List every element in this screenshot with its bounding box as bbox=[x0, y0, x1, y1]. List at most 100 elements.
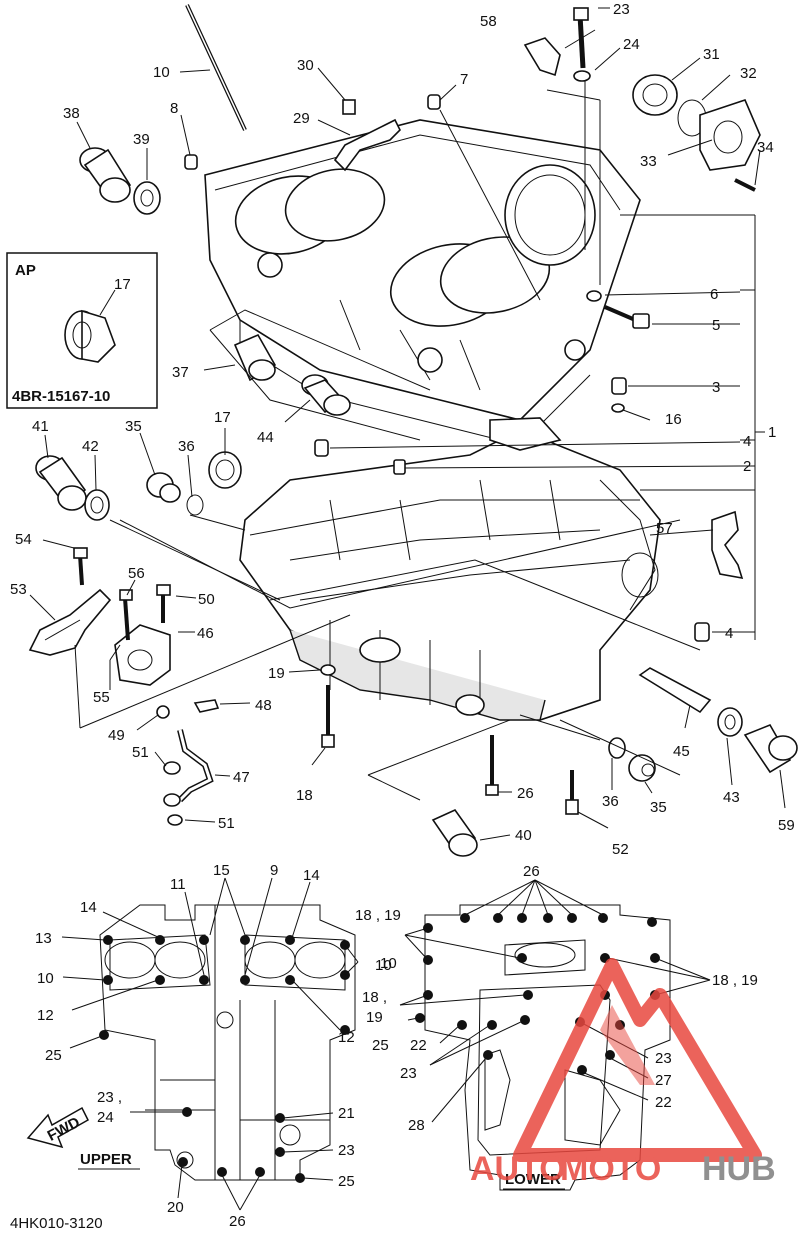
lower-label-18-19a: 18 , 19 bbox=[355, 907, 401, 924]
upper-label-26: 26 bbox=[229, 1213, 246, 1230]
watermark-auto: AUTO bbox=[470, 1150, 566, 1188]
part-57 bbox=[711, 510, 744, 580]
label-58: 58 bbox=[480, 13, 497, 30]
upper-label-11: 11 bbox=[170, 876, 186, 893]
label-33: 33 bbox=[640, 153, 657, 170]
upper-leaders bbox=[61, 877, 359, 1211]
label-39: 39 bbox=[133, 131, 150, 148]
lower-label-25: 25 bbox=[372, 1037, 389, 1054]
upper-label-10a: 10 bbox=[37, 970, 54, 987]
upper-label-24: 24 bbox=[97, 1109, 114, 1126]
label-4b: 4 bbox=[725, 625, 733, 642]
upper-label-25b: 25 bbox=[338, 1173, 355, 1190]
fwd-arrow: FWD bbox=[26, 1106, 89, 1149]
lower-misc-parts bbox=[431, 735, 656, 857]
lower-label-28: 28 bbox=[408, 1117, 425, 1134]
parts-41-42-35-36-17 bbox=[35, 451, 242, 521]
stud-bolt-10 bbox=[185, 4, 247, 131]
label-44: 44 bbox=[257, 429, 274, 446]
parts-38-39-8-7 bbox=[79, 94, 441, 215]
upper-label-12b: 12 bbox=[338, 1029, 355, 1046]
diagram-code: 4HK010-3120 bbox=[10, 1215, 103, 1232]
upper-label-15: 15 bbox=[213, 862, 230, 879]
label-41: 41 bbox=[32, 418, 49, 435]
upper-crankcase bbox=[204, 119, 641, 446]
label-5: 5 bbox=[712, 317, 720, 334]
label-4a: 4 bbox=[743, 433, 751, 450]
upper-bolt-pattern bbox=[99, 904, 356, 1183]
label-7: 7 bbox=[460, 71, 468, 88]
assembly-lines bbox=[119, 309, 701, 801]
dowels-3-16-4-2 bbox=[314, 377, 710, 642]
label-51b: 51 bbox=[218, 815, 235, 832]
label-54: 54 bbox=[15, 531, 32, 548]
guide-53-bolt-54 bbox=[28, 547, 112, 656]
lower-labels: 26 18 , 19 10 18 , 19 18 , 19 25 22 23 2… bbox=[355, 863, 758, 1190]
upper-label-9: 9 bbox=[270, 862, 278, 879]
lower-label-26: 26 bbox=[523, 863, 540, 880]
upper-label-23-24: 23 , bbox=[97, 1089, 122, 1106]
label-2: 2 bbox=[743, 458, 751, 475]
clamp-58-bolt-23 bbox=[523, 7, 591, 82]
label-52: 52 bbox=[612, 841, 629, 858]
label-10: 10 bbox=[153, 64, 170, 81]
lower-label-10: 10 bbox=[375, 957, 392, 974]
label-24: 24 bbox=[623, 36, 640, 53]
label-16: 16 bbox=[665, 411, 682, 428]
label-36: 36 bbox=[178, 438, 195, 455]
lower-label-22b: 22 bbox=[655, 1094, 672, 1111]
label-48: 48 bbox=[255, 697, 272, 714]
label-36b: 36 bbox=[602, 793, 619, 810]
watermark-moto: MOTO bbox=[560, 1150, 661, 1188]
label-42: 42 bbox=[82, 438, 99, 455]
label-31: 31 bbox=[703, 46, 720, 63]
ap-item-17: 17 bbox=[114, 276, 131, 293]
label-18: 18 bbox=[296, 787, 313, 804]
upper-label-14a: 14 bbox=[80, 899, 97, 916]
label-35: 35 bbox=[125, 418, 142, 435]
label-56: 56 bbox=[128, 565, 145, 582]
watermark: AUTO MOTO HUB bbox=[470, 958, 776, 1188]
label-38: 38 bbox=[63, 105, 80, 122]
bolt-18-washer-19 bbox=[320, 664, 336, 748]
label-23: 23 bbox=[613, 1, 630, 18]
lower-crankcase bbox=[239, 417, 661, 721]
lower-title: LOWER bbox=[505, 1171, 561, 1188]
label-37: 37 bbox=[172, 364, 189, 381]
bushing-44 bbox=[301, 374, 351, 416]
upper-label-20: 20 bbox=[167, 1199, 184, 1216]
lower-label-27: 27 bbox=[655, 1072, 672, 1089]
upper-label-10b: 10 bbox=[380, 955, 397, 972]
label-59: 59 bbox=[778, 817, 795, 834]
ap-box-text: AP 17 4BR-15167-10 bbox=[12, 262, 131, 405]
label-49: 49 bbox=[108, 727, 125, 744]
lower-label-22a: 22 bbox=[410, 1037, 427, 1054]
label-32: 32 bbox=[740, 65, 757, 82]
label-1: 1 bbox=[768, 424, 776, 441]
label-8: 8 bbox=[170, 100, 178, 117]
label-6: 6 bbox=[710, 286, 718, 303]
ap-inset-box bbox=[6, 252, 158, 409]
label-47: 47 bbox=[233, 769, 250, 786]
label-50: 50 bbox=[198, 591, 215, 608]
label-35b: 35 bbox=[650, 799, 667, 816]
parts-6-5 bbox=[586, 290, 650, 329]
label-30: 30 bbox=[297, 57, 314, 74]
lower-label-18: 18 , bbox=[362, 989, 387, 1006]
label-26: 26 bbox=[517, 785, 534, 802]
lower-label-23b: 23 bbox=[655, 1050, 672, 1067]
label-45: 45 bbox=[673, 743, 690, 760]
cover-46-screws bbox=[114, 584, 171, 686]
ap-title: AP bbox=[15, 262, 36, 279]
label-40: 40 bbox=[515, 827, 532, 844]
upper-label-25a: 25 bbox=[45, 1047, 62, 1064]
lower-label-18-19b: 18 , 19 bbox=[712, 972, 758, 989]
label-17: 17 bbox=[214, 409, 231, 426]
lower-label-23a: 23 bbox=[400, 1065, 417, 1082]
bushing-37 bbox=[233, 333, 277, 382]
label-3: 3 bbox=[712, 379, 720, 396]
lower-label-19: 19 bbox=[366, 1009, 383, 1026]
label-55: 55 bbox=[93, 689, 110, 706]
